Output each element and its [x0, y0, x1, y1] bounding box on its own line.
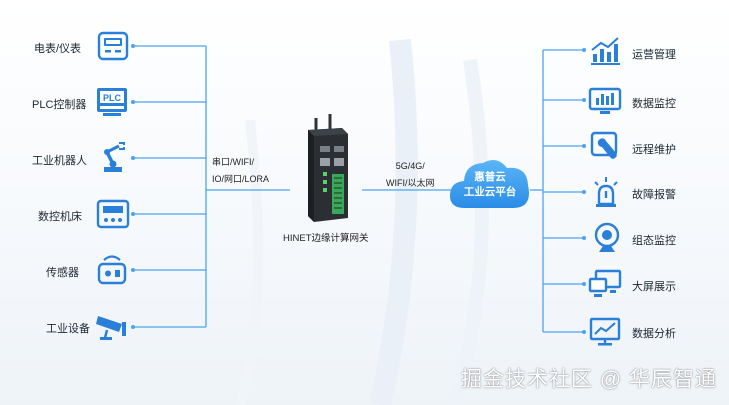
wrench-icon	[590, 131, 622, 163]
device-label-meter: 电表/仪表	[34, 43, 82, 55]
left-protocol-label: 串口/WIFI/ IO/网口/LORA	[212, 154, 269, 188]
meter-icon	[97, 31, 129, 61]
sensor-icon	[96, 253, 128, 287]
function-label-alarm: 故障报警	[632, 189, 676, 201]
device-label-plc: PLC控制器	[32, 99, 87, 111]
screens-icon	[588, 269, 622, 299]
cloud-icon	[449, 159, 529, 208]
function-label-remote: 远程维护	[632, 144, 676, 156]
right-protocol-line1: 5G/4G/	[395, 161, 425, 171]
camera-device-icon	[94, 310, 130, 342]
device-label-cnc: 数控机床	[38, 211, 82, 223]
device-label-sensor: 传感器	[46, 267, 79, 279]
cloud-subtitle: 工业云平台	[463, 186, 517, 198]
plc-icon-text: PLC	[103, 93, 122, 103]
right-protocol-line2: WIFI/以太网	[386, 178, 435, 188]
analytics-icon	[589, 316, 621, 346]
gateway-device-image	[296, 114, 358, 224]
gateway-label: HINET边缘计算网关	[283, 233, 369, 244]
function-label-scada: 组态监控	[632, 235, 676, 247]
left-protocol-line1: 串口/WIFI/	[212, 157, 254, 167]
monitor-chart-icon	[588, 86, 622, 116]
right-protocol-label: 5G/4G/ WIFI/以太网	[386, 158, 435, 192]
cloud-platform: 惠普云 工业云平台	[447, 152, 533, 214]
device-label-equipment: 工业设备	[46, 323, 90, 335]
robot-arm-icon	[98, 140, 128, 174]
function-label-bigscreen: 大屏展示	[632, 281, 676, 293]
function-label-operations: 运营管理	[632, 49, 676, 61]
bar-chart-icon	[589, 36, 621, 66]
cloud-title: 惠普云	[474, 171, 506, 183]
function-label-analysis: 数据分析	[632, 328, 676, 340]
plc-icon: PLC	[95, 86, 129, 118]
cnc-machine-icon	[96, 198, 130, 230]
alarm-icon	[591, 176, 621, 208]
function-label-data-monitor: 数据监控	[632, 98, 676, 110]
webcam-icon	[593, 222, 621, 254]
watermark-text: 掘金技术社区 @ 华辰智通	[461, 368, 717, 391]
left-protocol-line2: IO/网口/LORA	[212, 174, 270, 184]
device-label-robot: 工业机器人	[32, 155, 87, 167]
